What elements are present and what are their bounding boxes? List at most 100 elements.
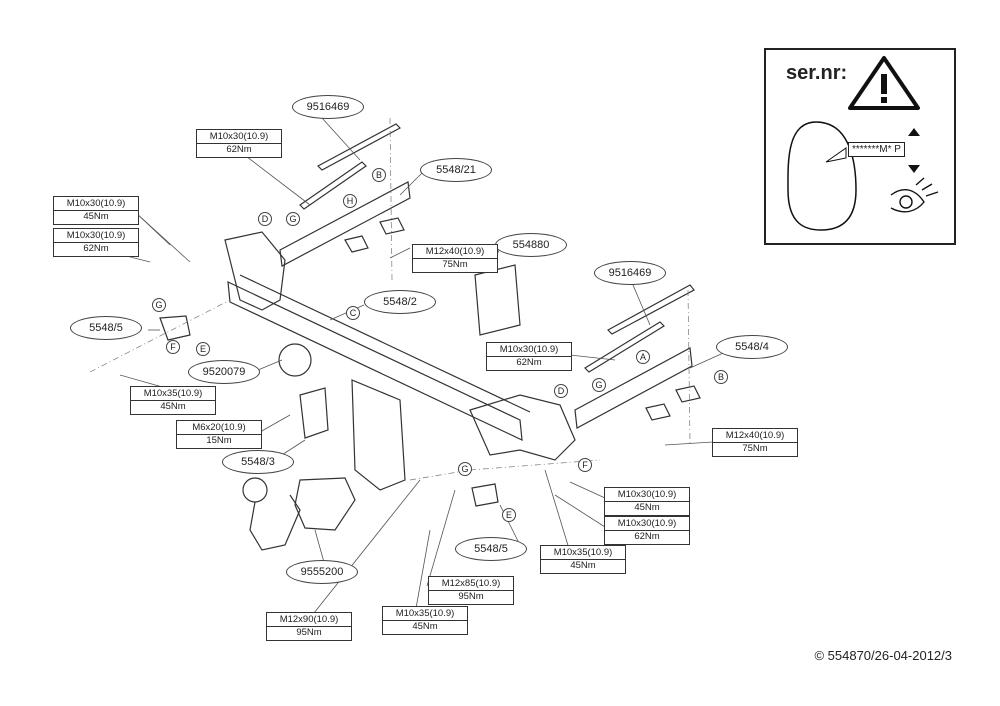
bolt-torque: 75Nm [713, 442, 797, 455]
bolt-size: M10x35(10.9) [553, 547, 613, 558]
ref-letter: B [714, 370, 728, 384]
bolt-spec-box: M10x30(10.9)62Nm [604, 516, 690, 545]
bolt-torque: 62Nm [605, 530, 689, 543]
ref-letter: A [636, 350, 650, 364]
bolt-spec-box: M10x30(10.9)45Nm [53, 196, 139, 225]
ref-letter: D [258, 212, 272, 226]
part-label-5548-4: 5548/4 [716, 335, 788, 359]
part-label-5548-3: 5548/3 [222, 450, 294, 474]
bolt-spec-box: M12x85(10.9)95Nm [428, 576, 514, 605]
bolt-size: M12x90(10.9) [279, 614, 339, 625]
bolt-spec-box: M10x30(10.9)45Nm [604, 487, 690, 516]
bolt-spec-box: M12x40(10.9)75Nm [412, 244, 498, 273]
bolt-torque: 15Nm [177, 434, 261, 447]
right-strap-lower [584, 321, 665, 373]
ref-letter: C [346, 306, 360, 320]
part-label-554880: 554880 [495, 233, 567, 257]
tow-bar-outline [787, 121, 857, 231]
socket-disc [278, 343, 312, 377]
ref-letter: G [286, 212, 300, 226]
arrow-up-icon [908, 165, 920, 173]
bolt-torque: 45Nm [131, 400, 215, 413]
left-strap-upper [317, 123, 401, 171]
bolt-torque: 45Nm [383, 620, 467, 633]
bolt-torque: 62Nm [197, 143, 281, 156]
part-label-9516469-right: 9516469 [594, 261, 666, 285]
spacer-block [474, 264, 521, 336]
warning-triangle-icon [848, 56, 920, 110]
bolt-spec-box: M10x30(10.9)62Nm [53, 228, 139, 257]
ref-letter: E [502, 508, 516, 522]
ref-letter: G [592, 378, 606, 392]
ball-mechanism [294, 477, 356, 531]
pad-4 [675, 385, 701, 403]
code-pointer [825, 147, 847, 163]
pad-3 [645, 403, 671, 421]
ref-letter: E [196, 342, 210, 356]
ref-letter: G [458, 462, 472, 476]
ref-letter: F [578, 458, 592, 472]
left-strap-lower [299, 161, 367, 210]
serial-graphics [787, 56, 939, 231]
bolt-torque: 95Nm [429, 590, 513, 603]
bolt-torque: 45Nm [54, 210, 138, 223]
part-label-5548-5-left: 5548/5 [70, 316, 142, 340]
center-mount [351, 379, 406, 491]
right-rail [574, 347, 693, 429]
bolt-spec-box: M12x40(10.9)75Nm [712, 428, 798, 457]
tow-ball [242, 477, 268, 503]
left-small-bracket [159, 315, 191, 341]
part-label-9520079: 9520079 [188, 360, 260, 384]
bolt-torque: 62Nm [54, 242, 138, 255]
bolt-size: M10x30(10.9) [66, 198, 126, 209]
part-label-5548-5-right: 5548/5 [455, 537, 527, 561]
part-label-9555200: 9555200 [286, 560, 358, 584]
bolt-size: M10x30(10.9) [499, 344, 559, 355]
serial-code-label: *******M* P [848, 142, 905, 157]
pad-2 [379, 217, 405, 235]
main-beam [227, 281, 523, 441]
part-label-9516469-left: 9516469 [292, 95, 364, 119]
bolt-size: M10x30(10.9) [617, 489, 677, 500]
bolt-size: M10x30(10.9) [209, 131, 269, 142]
bolt-spec-box: M10x35(10.9)45Nm [382, 606, 468, 635]
ref-letter: D [554, 384, 568, 398]
ref-letter: G [152, 298, 166, 312]
bolt-spec-box: M10x35(10.9)45Nm [540, 545, 626, 574]
right-small-bracket [471, 483, 499, 507]
bolt-spec-box: M6x20(10.9)15Nm [176, 420, 262, 449]
copyright-notice: © 554870/26-04-2012/3 [814, 648, 952, 663]
pad-1 [344, 235, 369, 253]
part-label-5548-21: 5548/21 [420, 158, 492, 182]
bolt-torque: 62Nm [487, 356, 571, 369]
bolt-size: M12x40(10.9) [725, 430, 785, 441]
eye-icon [890, 177, 939, 213]
bolt-size: M12x40(10.9) [425, 246, 485, 257]
bolt-torque: 45Nm [541, 559, 625, 572]
bolt-spec-box: M10x30(10.9)62Nm [196, 129, 282, 158]
bolt-size: M10x30(10.9) [66, 230, 126, 241]
ref-letter: F [166, 340, 180, 354]
right-bracket [469, 394, 576, 461]
left-bracket [224, 231, 286, 311]
bolt-torque: 95Nm [267, 626, 351, 639]
electric-bracket [299, 387, 329, 439]
bolt-size: M10x35(10.9) [143, 388, 203, 399]
bolt-spec-box: M10x35(10.9)45Nm [130, 386, 216, 415]
part-label-5548-2: 5548/2 [364, 290, 436, 314]
left-rail [279, 181, 411, 267]
serial-number-title: ser.nr: [786, 62, 848, 84]
bolt-size: M6x20(10.9) [192, 422, 246, 433]
bolt-size: M10x30(10.9) [617, 518, 677, 529]
ref-letter: B [372, 168, 386, 182]
arrow-down-icon [908, 128, 920, 136]
bolt-spec-box: M12x90(10.9)95Nm [266, 612, 352, 641]
bolt-size: M10x35(10.9) [395, 608, 455, 619]
serial-number-info-box: ser.nr: *******M* P [764, 48, 956, 245]
bolt-spec-box: M10x30(10.9)62Nm [486, 342, 572, 371]
ref-letter: H [343, 194, 357, 208]
bolt-torque: 45Nm [605, 501, 689, 514]
bolt-torque: 75Nm [413, 258, 497, 271]
right-strap-upper [607, 284, 695, 335]
